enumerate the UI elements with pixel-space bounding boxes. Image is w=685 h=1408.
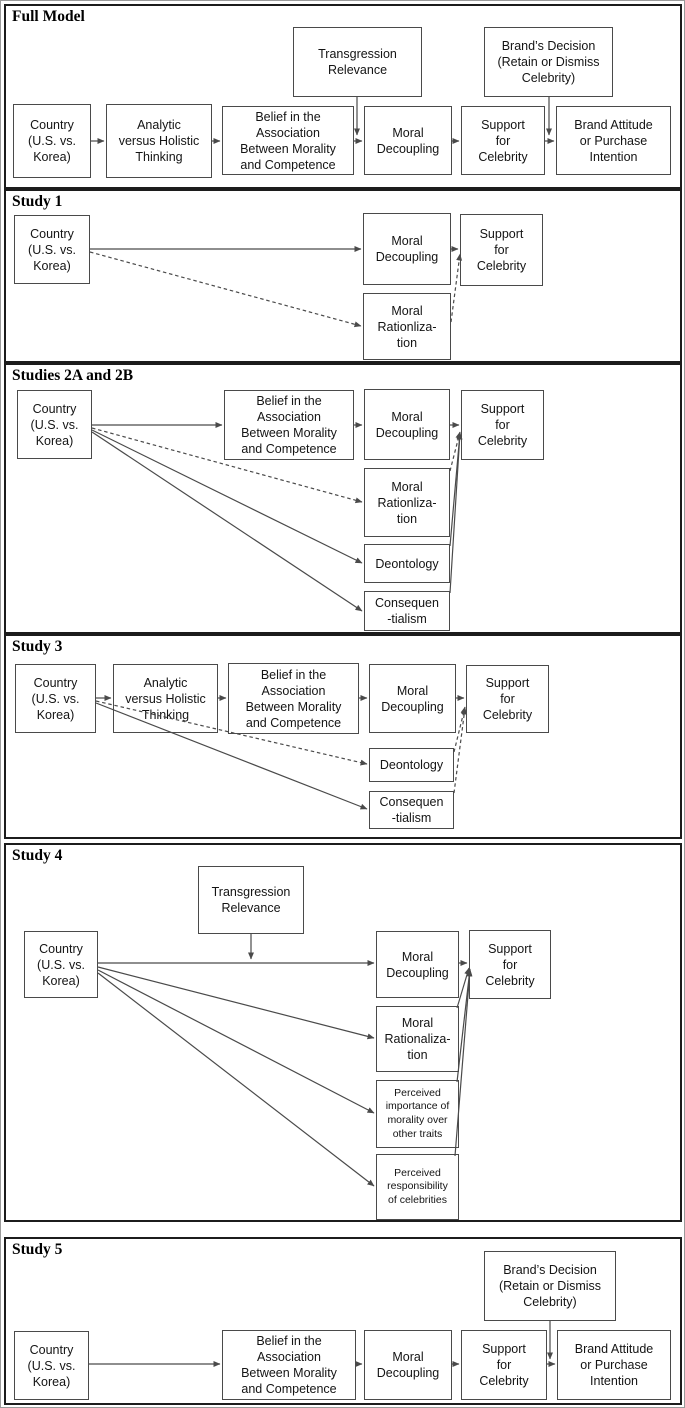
node-study-1-support-for-celebrity: Support for Celebrity (460, 214, 543, 286)
node-study-3-analytic-holistic-thinking: Analytic versus Holistic Thinking (113, 664, 218, 733)
panel-studies-2a-2b: Studies 2A and 2B (4, 363, 682, 634)
node-studies-2a-2b-support-for-celebrity: Support for Celebrity (461, 390, 544, 460)
node-study-5-brand-attitude-purchase-intention: Brand Attitude or Purchase Intention (557, 1330, 671, 1400)
node-full-model-brands-decision: Brand’s Decision (Retain or Dismiss Cele… (484, 27, 613, 97)
node-studies-2a-2b-country: Country (U.S. vs. Korea) (17, 390, 92, 459)
node-study-4-country: Country (U.S. vs. Korea) (24, 931, 98, 998)
panel-title-study-5: Study 5 (12, 1241, 63, 1258)
node-study-5-belief-association-morality-competence: Belief in the Association Between Morali… (222, 1330, 356, 1400)
node-studies-2a-2b-moral-rationlization: Moral Rationliza- tion (364, 468, 450, 537)
panel-study-1: Study 1 (4, 189, 682, 363)
node-full-model-brand-attitude-purchase-intention: Brand Attitude or Purchase Intention (556, 106, 671, 175)
node-study-3-consequentialism: Consequen -tialism (369, 791, 454, 829)
node-study-5-country: Country (U.S. vs. Korea) (14, 1331, 89, 1400)
node-studies-2a-2b-moral-decoupling: Moral Decoupling (364, 389, 450, 460)
panel-title-study-4: Study 4 (12, 847, 63, 864)
node-studies-2a-2b-consequentialism: Consequen -tialism (364, 591, 450, 631)
node-study-4-moral-rationalization: Moral Rationaliza- tion (376, 1006, 459, 1072)
node-study-3-moral-decoupling: Moral Decoupling (369, 664, 456, 733)
panel-title-studies-2a-2b: Studies 2A and 2B (12, 367, 134, 384)
panel-study-3: Study 3 (4, 634, 682, 839)
panel-study-4: Study 4 (4, 843, 682, 1222)
node-study-1-moral-decoupling: Moral Decoupling (363, 213, 451, 285)
node-study-1-moral-rationlization: Moral Rationliza- tion (363, 293, 451, 360)
node-studies-2a-2b-deontology: Deontology (364, 544, 450, 583)
panel-study-5: Study 5 (4, 1237, 682, 1405)
node-study-4-support-for-celebrity: Support for Celebrity (469, 930, 551, 999)
node-study-1-country: Country (U.S. vs. Korea) (14, 215, 90, 284)
node-study-3-belief-association-morality-competence: Belief in the Association Between Morali… (228, 663, 359, 734)
node-study-5-moral-decoupling: Moral Decoupling (364, 1330, 452, 1400)
panel-title-study-3: Study 3 (12, 638, 63, 655)
panel-title-full-model: Full Model (12, 8, 85, 25)
node-full-model-moral-decoupling: Moral Decoupling (364, 106, 452, 175)
node-study-4-transgression-relevance: Transgression Relevance (198, 866, 304, 934)
node-study-5-support-for-celebrity: Support for Celebrity (461, 1330, 547, 1400)
node-full-model-support-for-celebrity: Support for Celebrity (461, 106, 545, 175)
node-study-4-moral-decoupling: Moral Decoupling (376, 931, 459, 998)
node-studies-2a-2b-belief-association-morality-competence: Belief in the Association Between Morali… (224, 390, 354, 460)
node-study-4-perceived-responsibility-celebrities: Perceived responsibility of celebrities (376, 1154, 459, 1220)
node-study-3-deontology: Deontology (369, 748, 454, 782)
panel-title-study-1: Study 1 (12, 193, 63, 210)
node-full-model-transgression-relevance: Transgression Relevance (293, 27, 422, 97)
node-full-model-belief-association-morality-competence: Belief in the Association Between Morali… (222, 106, 354, 175)
node-full-model-analytic-holistic-thinking: Analytic versus Holistic Thinking (106, 104, 212, 178)
node-study-3-support-for-celebrity: Support for Celebrity (466, 665, 549, 733)
node-full-model-country: Country (U.S. vs. Korea) (13, 104, 91, 178)
node-study-3-country: Country (U.S. vs. Korea) (15, 664, 96, 733)
panel-full-model: Full Model (4, 4, 682, 189)
node-study-5-brands-decision: Brand’s Decision (Retain or Dismiss Cele… (484, 1251, 616, 1321)
node-study-4-perceived-importance-morality: Perceived importance of morality over ot… (376, 1080, 459, 1148)
